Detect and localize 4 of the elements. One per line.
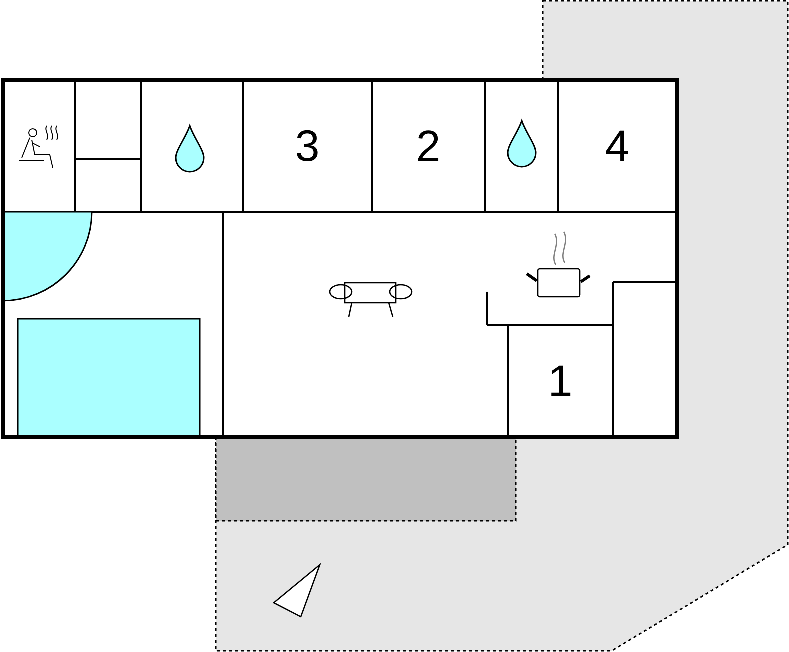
room: 3: [242, 79, 373, 213]
room: 1: [507, 324, 614, 438]
room: 4: [557, 79, 678, 213]
room: 2: [371, 79, 486, 213]
